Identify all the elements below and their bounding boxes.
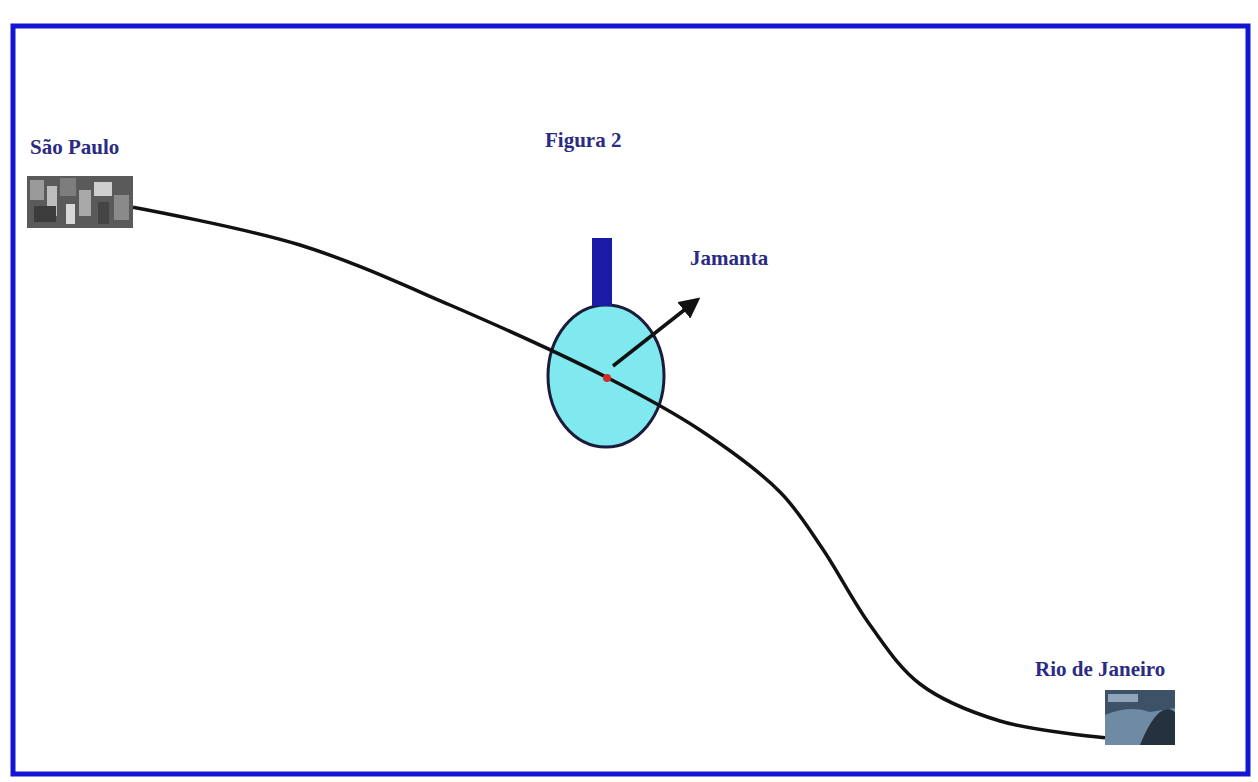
city-name: São Paulo: [30, 135, 119, 160]
callout-label: Jamanta: [690, 246, 768, 271]
city-photo-box: São Paulo: [27, 176, 133, 228]
figure-caption: Figura 2: [545, 128, 621, 153]
road-line: [133, 207, 1105, 738]
city-photo-box: Rio de Janeiro: [1105, 690, 1175, 745]
rio-photo: [1105, 690, 1175, 745]
lens-handle: [592, 238, 612, 306]
pointer-arrow: [613, 300, 697, 366]
frame: [13, 26, 1248, 774]
truck-dot: [603, 374, 611, 382]
lens-circle: [548, 305, 664, 447]
city-name: Rio de Janeiro: [1035, 657, 1165, 682]
sao-paulo-photo: [27, 176, 133, 228]
